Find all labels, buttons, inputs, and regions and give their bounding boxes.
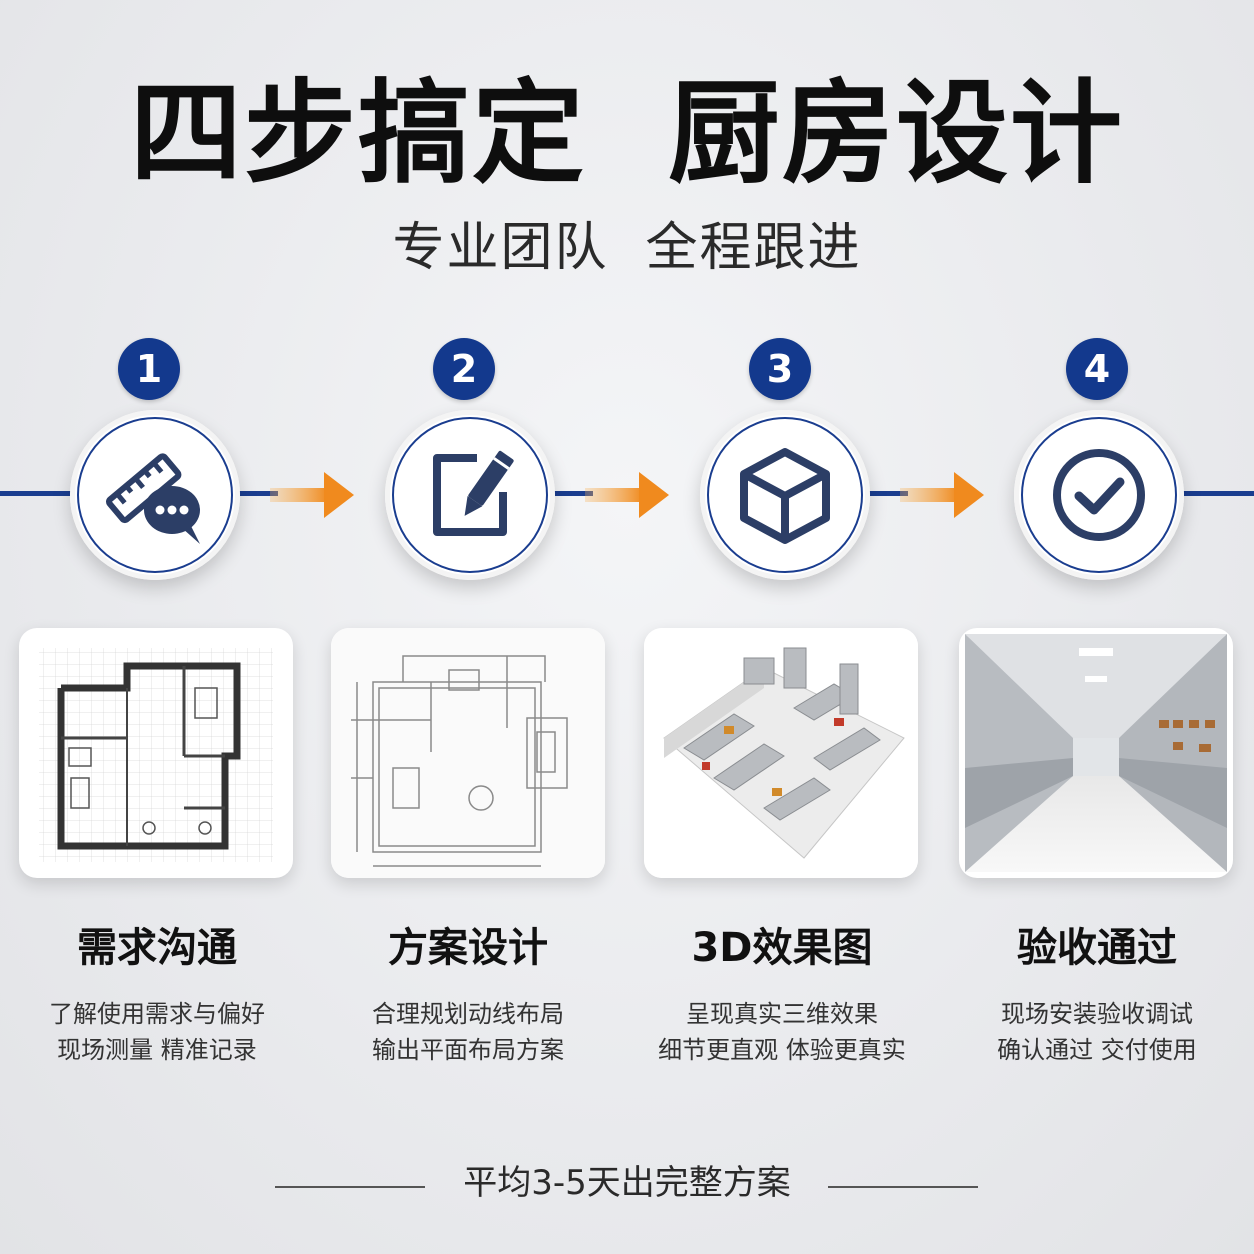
step-description: 合理规划动线布局 — [372, 1000, 564, 1028]
step-icon-circle — [70, 410, 240, 580]
cube-3d-icon — [740, 448, 830, 544]
finished-kitchen-photo-image — [959, 628, 1233, 878]
timeline-line-right — [1182, 491, 1254, 496]
check-circle-icon — [1053, 449, 1145, 541]
timeline-line-2 — [553, 491, 593, 496]
step-number-badge: 3 — [749, 338, 811, 400]
step-description: 输出平面布局方案 — [372, 1036, 564, 1064]
step-number-badge: 2 — [433, 338, 495, 400]
3d-kitchen-render-image — [644, 628, 918, 878]
step-icon-circle — [385, 410, 555, 580]
step-number-badge: 1 — [118, 338, 180, 400]
arrow-right-icon — [585, 472, 669, 518]
timeline-line-left — [0, 491, 72, 496]
edit-pen-icon — [433, 450, 514, 536]
floor-plan-sketch-image — [19, 628, 293, 878]
step-description: 确认通过 交付使用 — [997, 1036, 1197, 1064]
footer-note: 平均3-5天出完整方案 — [463, 1163, 791, 1203]
step-title: 方案设计 — [388, 925, 548, 971]
step-description: 呈现真实三维效果 — [686, 1000, 878, 1028]
arrow-right-icon — [900, 472, 984, 518]
arrow-right-icon — [270, 472, 354, 518]
step-title: 需求沟通 — [77, 925, 237, 971]
step-number-badge: 4 — [1066, 338, 1128, 400]
ruler-chat-icon — [105, 453, 200, 544]
floor-plan-blueprint-image — [331, 628, 605, 878]
step-title: 验收通过 — [1017, 925, 1177, 971]
step-icon-circle — [1014, 410, 1184, 580]
timeline-line-3 — [868, 491, 908, 496]
step-icon-circle — [700, 410, 870, 580]
page-title: 四步搞定 厨房设计 — [130, 69, 1124, 199]
timeline-line-1 — [238, 491, 278, 496]
page-subtitle: 专业团队 全程跟进 — [392, 218, 862, 278]
step-description: 现场测量 精准记录 — [57, 1036, 257, 1064]
footer-divider-left — [275, 1186, 425, 1188]
footer-divider-right — [828, 1186, 978, 1188]
step-description: 了解使用需求与偏好 — [49, 1000, 265, 1028]
step-title: 3D效果图 — [691, 925, 873, 971]
step-description: 现场安装验收调试 — [1001, 1000, 1193, 1028]
step-description: 细节更直观 体验更真实 — [658, 1036, 906, 1064]
